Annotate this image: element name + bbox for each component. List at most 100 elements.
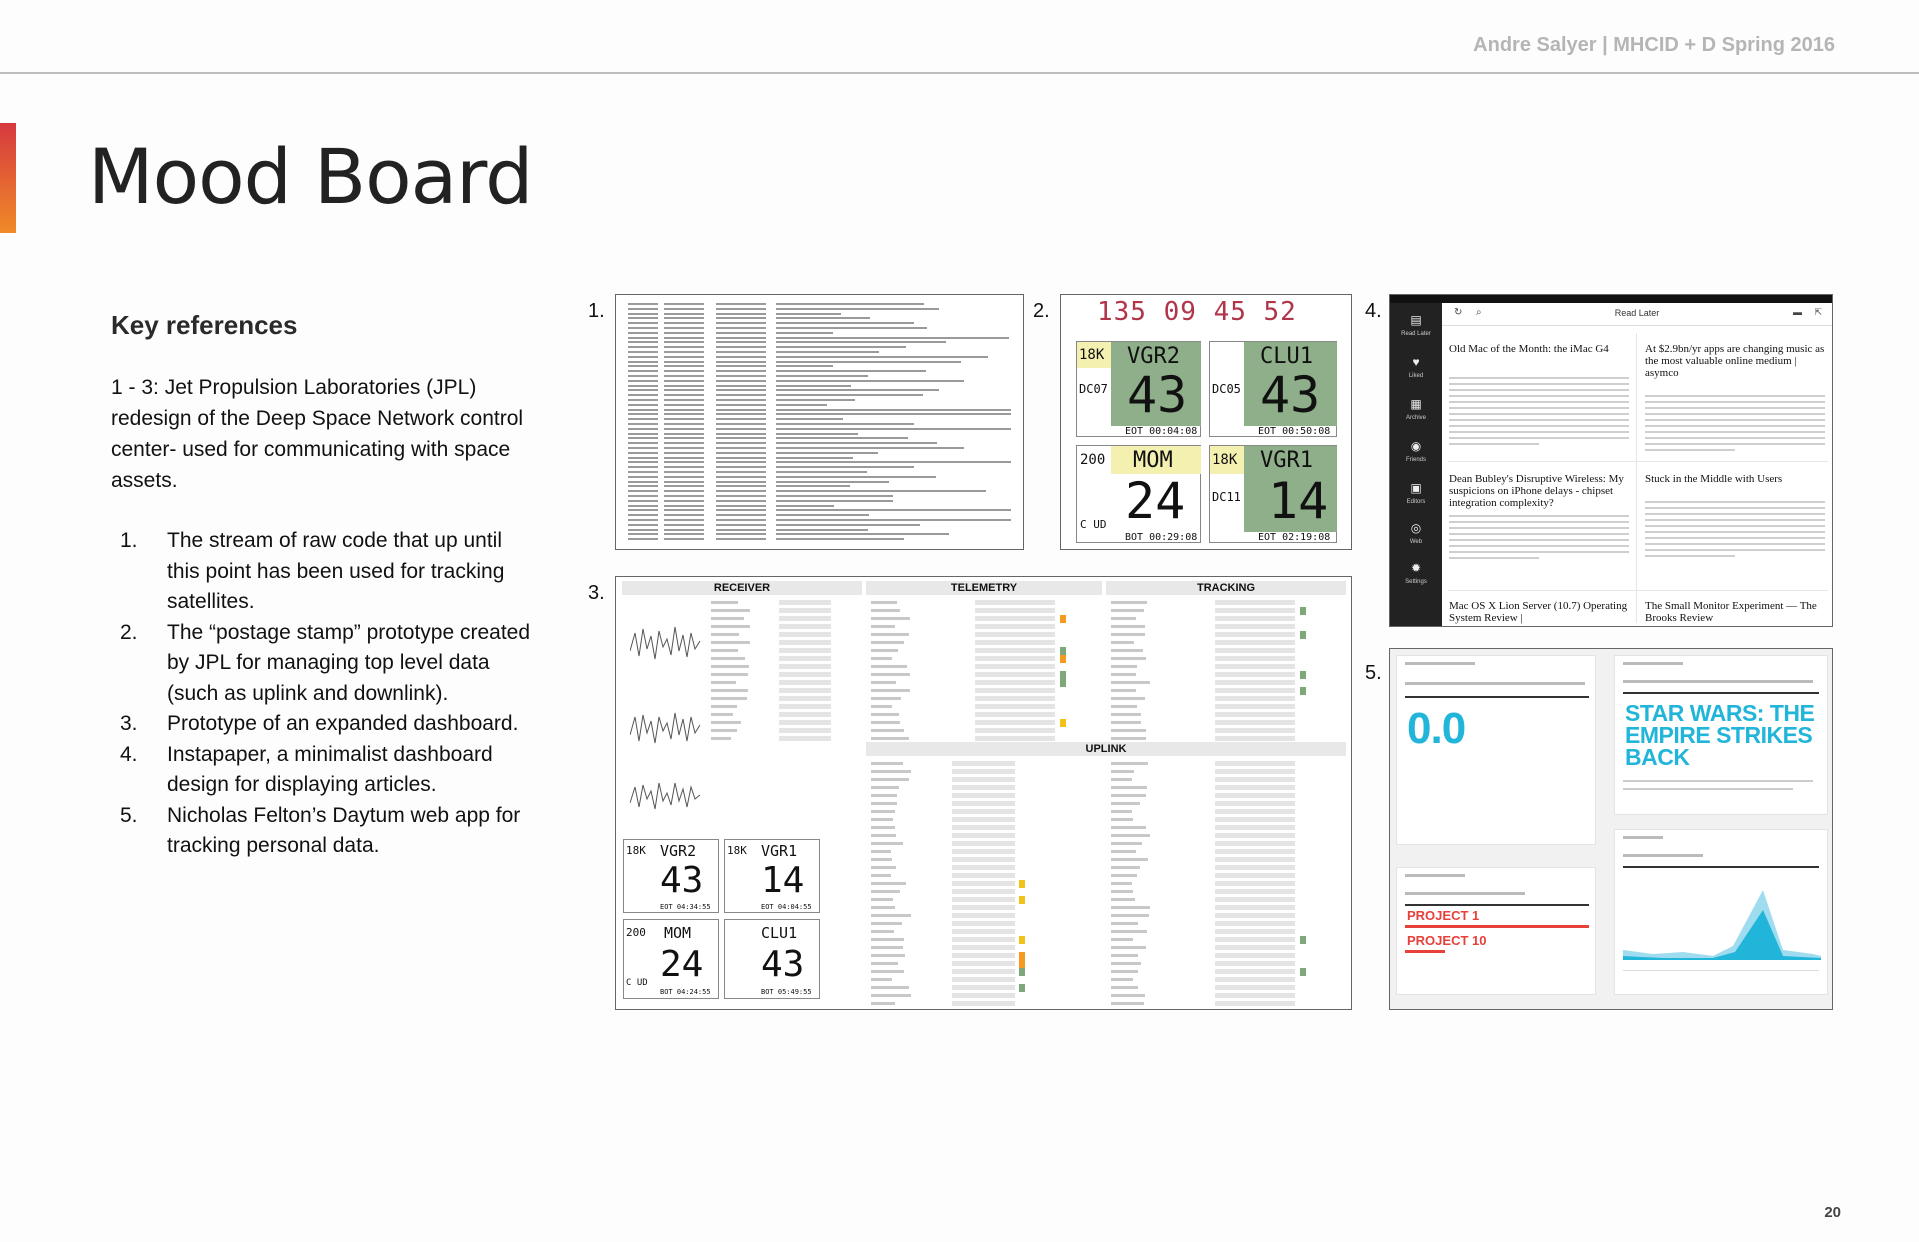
data-row-value [974,680,1055,685]
data-row-label [871,802,897,805]
data-row-value [778,704,831,709]
code-line [664,360,704,363]
search-icon[interactable]: ⌕ [1476,307,1482,318]
refresh-icon[interactable]: ↻ [1454,307,1463,318]
data-row-value [952,937,1015,942]
code-line [716,432,766,435]
code-line [628,413,658,416]
code-line [776,384,851,387]
article-snippet-line [1449,383,1629,385]
data-row-value [1214,961,1295,966]
data-row-value [952,953,1015,958]
data-row-label [871,762,904,765]
article-snippet-line [1449,539,1629,541]
code-line [716,528,766,531]
code-line [664,399,704,401]
data-row-value [1214,977,1295,982]
data-row-value [1214,696,1295,701]
instapaper-toolbar: ↻ ⌕ Read Later ▬ ⇱ [1442,303,1832,326]
code-line [716,327,766,329]
data-row-label [1111,970,1139,973]
data-row-label [1111,890,1134,893]
code-line [776,394,924,397]
code-line [776,336,1010,339]
data-row-label [1111,898,1136,901]
article-title[interactable]: Mac OS X Lion Server (10.7) Operating Sy… [1449,600,1628,624]
section-tracking: TRACKING [1106,581,1346,595]
data-row-value [952,993,1015,998]
code-line [776,360,961,363]
code-line [664,370,704,373]
dash-tile-clu1: CLU1 43 BOT 05:49:55 [724,919,820,999]
panel-label-3: 3. [588,582,605,604]
code-line [664,442,704,445]
data-row-value [1214,817,1295,822]
code-line [628,423,658,425]
article-title[interactable]: Dean Bubley's Disruptive Wireless: My su… [1449,473,1624,509]
article-title[interactable]: Stuck in the Middle with Users [1645,473,1783,485]
code-line [664,447,704,449]
article-snippet-line [1645,425,1825,427]
code-line [716,399,766,401]
data-row-label [1111,810,1132,813]
article-title[interactable]: Old Mac of the Month: the iMac G4 [1449,343,1609,355]
code-line [628,432,658,435]
project-1: PROJECT 1 [1407,908,1480,923]
code-line [664,375,704,377]
folder-icon[interactable]: ▬ [1793,307,1802,317]
data-row-label [1111,1002,1144,1005]
code-line [664,327,704,329]
data-row-value [974,632,1055,637]
article-title[interactable]: At $2.9bn/yr apps are changing music as … [1645,343,1825,379]
data-row-value [778,600,831,605]
data-row-value [1214,865,1295,870]
data-row-value [778,632,831,637]
code-line [628,336,658,339]
data-row-label [711,697,748,700]
article-title[interactable]: The Small Monitor Experiment — The Brook… [1645,600,1817,624]
code-line [716,427,766,430]
data-row-value [974,720,1055,725]
data-row-label [1111,906,1150,909]
article-snippet-line [1645,507,1825,509]
reference-list: 1.The stream of raw code that up until t… [120,526,540,862]
code-line [776,427,1011,430]
data-row-label [871,898,893,901]
data-row-value [1214,761,1295,766]
code-line [664,533,704,536]
data-row-value [1214,616,1295,621]
data-row-label [871,858,892,861]
data-row-value [974,624,1055,629]
code-line [664,307,704,310]
data-row-value [952,905,1015,910]
data-row-value [1214,664,1295,669]
article-snippet-line [1645,519,1825,521]
data-row-value [1214,913,1295,918]
data-row-value [1214,937,1295,942]
status-chip [1018,896,1025,904]
article-snippet-line [1449,425,1629,427]
data-row-value [778,736,831,741]
code-line [664,303,704,305]
code-line [776,528,868,531]
code-line [664,504,704,507]
code-line [716,312,766,315]
data-row-value [1214,608,1295,613]
code-line [628,427,658,430]
article-snippet-line [1449,413,1629,415]
article-snippet-line [1645,537,1825,539]
code-line [716,307,766,310]
code-line [776,351,879,353]
waveform-3 [630,782,701,810]
code-line [776,403,828,406]
code-line [716,519,766,521]
list-item: 4.Instapaper, a minimalist dashboard des… [120,742,493,797]
code-line [716,480,766,483]
article-snippet-line [1645,437,1825,439]
code-line [628,490,658,493]
share-icon[interactable]: ⇱ [1814,307,1822,317]
code-line [716,384,766,387]
data-row-value [952,777,1015,782]
code-line [628,341,658,344]
data-row-value [1214,969,1295,974]
